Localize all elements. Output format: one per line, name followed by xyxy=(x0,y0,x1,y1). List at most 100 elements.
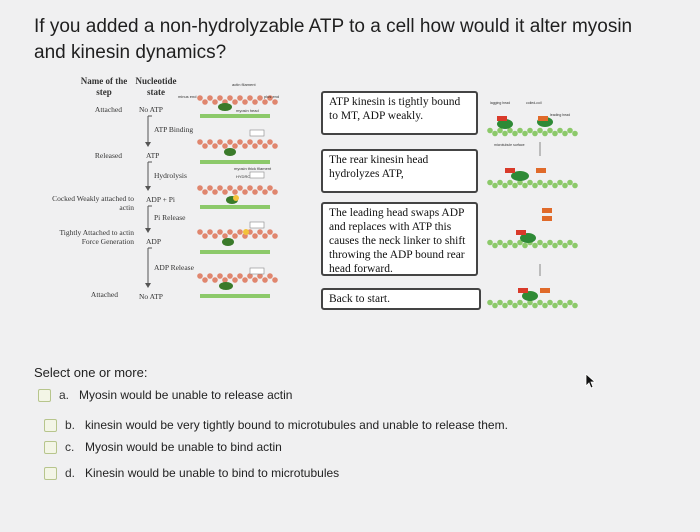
actin-bead xyxy=(217,95,223,101)
actin-bead xyxy=(227,229,233,235)
transition-label: ATP Binding xyxy=(154,125,194,134)
tubulin-subunit xyxy=(502,302,508,309)
actin-bead xyxy=(257,95,263,101)
adp-tag xyxy=(536,168,546,173)
option-c-checkbox[interactable] xyxy=(44,440,57,454)
tubulin-subunit xyxy=(507,239,513,246)
actin-bead xyxy=(202,277,208,283)
option-b[interactable]: b. kinesin would be very tightly bound t… xyxy=(44,416,508,434)
actin-bead xyxy=(262,143,268,149)
actin-bead xyxy=(232,189,238,195)
tubulin-subunit xyxy=(552,242,558,249)
actin-bead xyxy=(272,233,278,239)
tubulin-subunit xyxy=(562,302,568,309)
actin-bead xyxy=(257,273,263,279)
option-b-checkbox[interactable] xyxy=(44,418,57,432)
tubulin-subunit xyxy=(517,127,523,134)
tubulin-subunit xyxy=(492,130,498,137)
tubulin-subunit xyxy=(572,130,578,137)
actin-bead xyxy=(242,189,248,195)
actin-bead xyxy=(257,229,263,235)
kinesin-head xyxy=(520,233,536,243)
actin-bead xyxy=(247,139,253,145)
tubulin-subunit xyxy=(512,182,518,189)
actin-bead xyxy=(247,185,253,191)
option-a-checkbox[interactable] xyxy=(38,388,51,402)
actin-bead xyxy=(227,273,233,279)
actin-bead xyxy=(212,233,218,239)
tubulin-subunit xyxy=(537,127,543,134)
actin-bead xyxy=(257,139,263,145)
actin-bead xyxy=(232,233,238,239)
state-label: ADP xyxy=(146,237,162,246)
tubulin-subunit xyxy=(522,182,528,189)
tubulin-subunit xyxy=(567,179,573,186)
tubulin-subunit xyxy=(572,302,578,309)
actin-bead xyxy=(197,185,203,191)
tubulin-subunit xyxy=(517,299,523,306)
actin-bead xyxy=(242,99,248,105)
actin-bead xyxy=(232,277,238,283)
actin-bead xyxy=(252,99,258,105)
tubulin-subunit xyxy=(557,239,563,246)
option-a[interactable]: a. Myosin would be unable to release act… xyxy=(38,386,292,404)
step-label: Attached xyxy=(90,290,118,299)
actin-bead xyxy=(267,139,273,145)
microtubule-surface-label: microtubule surface xyxy=(494,143,525,147)
option-letter: a. xyxy=(59,388,70,402)
select-label: Select one or more: xyxy=(34,365,148,380)
actin-bead xyxy=(272,143,278,149)
tubulin-subunit xyxy=(527,127,533,134)
tubulin-subunit xyxy=(537,299,543,306)
actin-bead xyxy=(207,229,213,235)
option-letter: d. xyxy=(65,466,76,480)
tubulin-subunit xyxy=(562,242,568,249)
tubulin-subunit xyxy=(507,299,513,306)
actin-bead xyxy=(207,95,213,101)
tubulin-subunit xyxy=(532,242,538,249)
kinesin-head xyxy=(511,171,529,181)
tubulin-subunit xyxy=(547,299,553,306)
explanation-box-4: Back to start. xyxy=(321,288,481,310)
option-c[interactable]: c. Myosin would be unable to bind actin xyxy=(44,438,282,456)
actin-bead xyxy=(267,273,273,279)
explanation-box-1: ATP kinesin is tightly bound to MT, ADP … xyxy=(321,91,478,135)
option-text: Kinesin would be unable to bind to micro… xyxy=(85,466,340,480)
step-label: Released xyxy=(94,151,122,160)
option-d[interactable]: d. Kinesin would be unable to bind to mi… xyxy=(44,464,339,482)
header-step: Name of the step xyxy=(80,76,128,97)
atp-tag xyxy=(518,288,528,293)
actin-bead xyxy=(227,95,233,101)
tubulin-subunit xyxy=(567,239,573,246)
actin-bead xyxy=(217,139,223,145)
tubulin-subunit xyxy=(492,242,498,249)
state-label: No ATP xyxy=(139,105,163,114)
tubulin-subunit xyxy=(552,130,558,137)
tubulin-subunit xyxy=(502,242,508,249)
thick-filament-label: myosin thick filament xyxy=(234,166,272,171)
actin-bead xyxy=(267,95,273,101)
figure-graphics: actin filament minus end plus end myosin… xyxy=(145,82,578,309)
actin-bead xyxy=(262,233,268,239)
atp-tag xyxy=(516,230,526,235)
tubulin-subunit xyxy=(492,302,498,309)
option-d-checkbox[interactable] xyxy=(44,466,57,480)
tubulin-subunit xyxy=(497,179,503,186)
state-label: No ATP xyxy=(139,292,163,301)
actin-bead xyxy=(237,139,243,145)
actin-bead xyxy=(202,143,208,149)
tubulin-subunit xyxy=(512,130,518,137)
kinesin-panel: lagging head coiled-coil leading head mi… xyxy=(487,101,578,309)
tubulin-subunit xyxy=(517,179,523,186)
transition-label: ADP Release xyxy=(154,263,194,272)
actin-bead xyxy=(222,233,228,239)
coiled-coil-label: coiled-coil xyxy=(526,101,542,105)
tubulin-subunit xyxy=(542,302,548,309)
mouse-cursor-icon xyxy=(585,373,597,389)
tubulin-subunit xyxy=(522,302,528,309)
tubulin-subunit xyxy=(527,299,533,306)
actin-bead xyxy=(272,277,278,283)
tubulin-subunit xyxy=(547,127,553,134)
actin-bead xyxy=(207,185,213,191)
myosin-head xyxy=(219,282,233,290)
